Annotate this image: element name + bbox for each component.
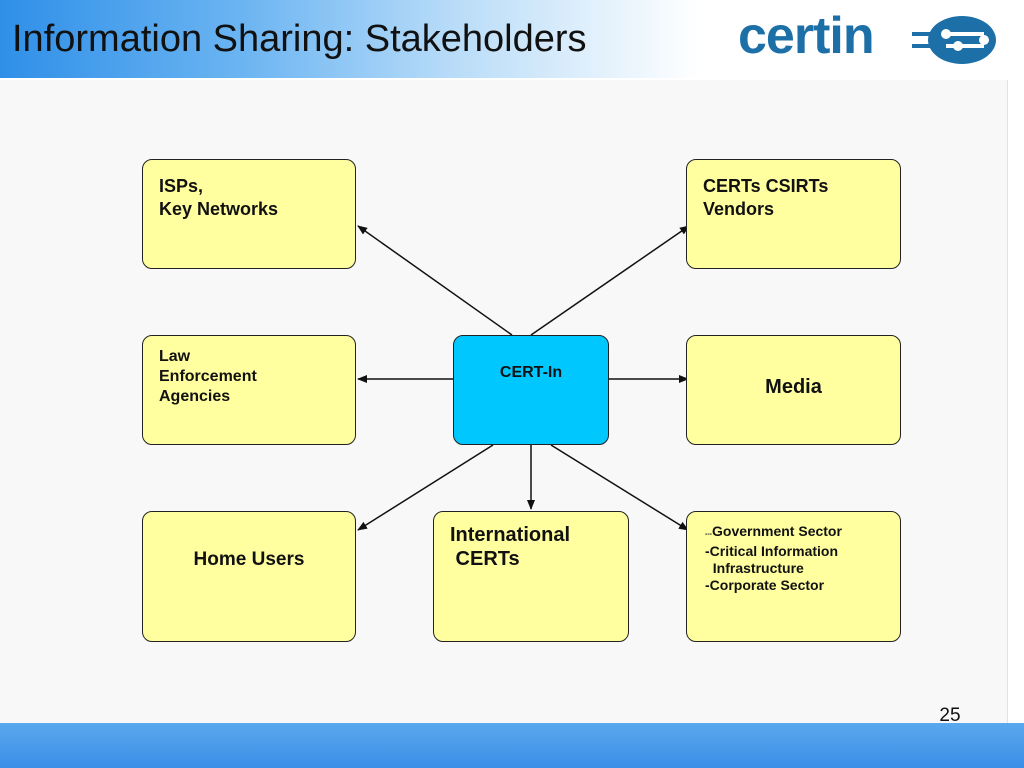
edge-to-isps — [357, 225, 513, 336]
stakeholder-law-enforcement-box: Law Enforcement Agencies — [142, 335, 356, 445]
edge-to-gov — [550, 444, 689, 531]
stakeholder-media-box: Media — [686, 335, 901, 445]
stakeholder-government-box: ---Government Sector -Critical Informati… — [686, 511, 901, 642]
stakeholder-label-line: ---Government Sector — [705, 523, 900, 543]
stakeholder-label-line: International — [450, 524, 571, 546]
stakeholder-home-users-box: Home Users — [142, 511, 356, 642]
stakeholder-label-line: CERTs CSIRTs — [703, 176, 829, 196]
edge-to-certs — [530, 225, 690, 336]
logo-text: certin — [738, 7, 875, 65]
stakeholder-isps-box: ISPs, Key Networks — [142, 159, 356, 269]
slide-header: Information Sharing: Stakeholders certin — [0, 0, 1024, 78]
stakeholder-certs-box: CERTs CSIRTs Vendors — [686, 159, 901, 269]
cert-in-logo: certin — [738, 7, 1000, 70]
slide-title: Information Sharing: Stakeholders — [12, 18, 587, 60]
stakeholder-label-line: Enforcement — [159, 368, 257, 385]
logo-network-icon — [912, 16, 996, 64]
cert-in-center-box: CERT-In — [453, 335, 609, 445]
stakeholder-label-line: Vendors — [703, 199, 775, 219]
stakeholder-label-line: CERTs — [450, 548, 520, 570]
stakeholder-label: Home Users — [193, 549, 305, 570]
stakeholder-label-line: -Corporate Sector — [705, 577, 825, 593]
stakeholder-international-certs-box: International CERTs — [433, 511, 629, 642]
stakeholder-label-line: Agencies — [159, 388, 231, 405]
stakeholder-label: Media — [765, 376, 822, 398]
page-number: 25 — [939, 705, 961, 726]
stakeholder-label-line: Key Networks — [159, 199, 279, 219]
edge-to-home — [357, 444, 494, 531]
slide-footer-bar — [0, 723, 1024, 768]
center-label: CERT-In — [499, 364, 563, 381]
stakeholder-label-line: ISPs, — [159, 176, 204, 196]
stakeholder-label-line: Infrastructure — [705, 560, 804, 576]
stakeholder-label-line: Law — [159, 348, 191, 365]
stakeholder-label-line: -Critical Information — [705, 543, 839, 559]
header-gradient-bar — [0, 0, 700, 78]
government-sector-label: Government Sector — [712, 523, 842, 539]
prefix-dashes: --- — [705, 531, 712, 538]
